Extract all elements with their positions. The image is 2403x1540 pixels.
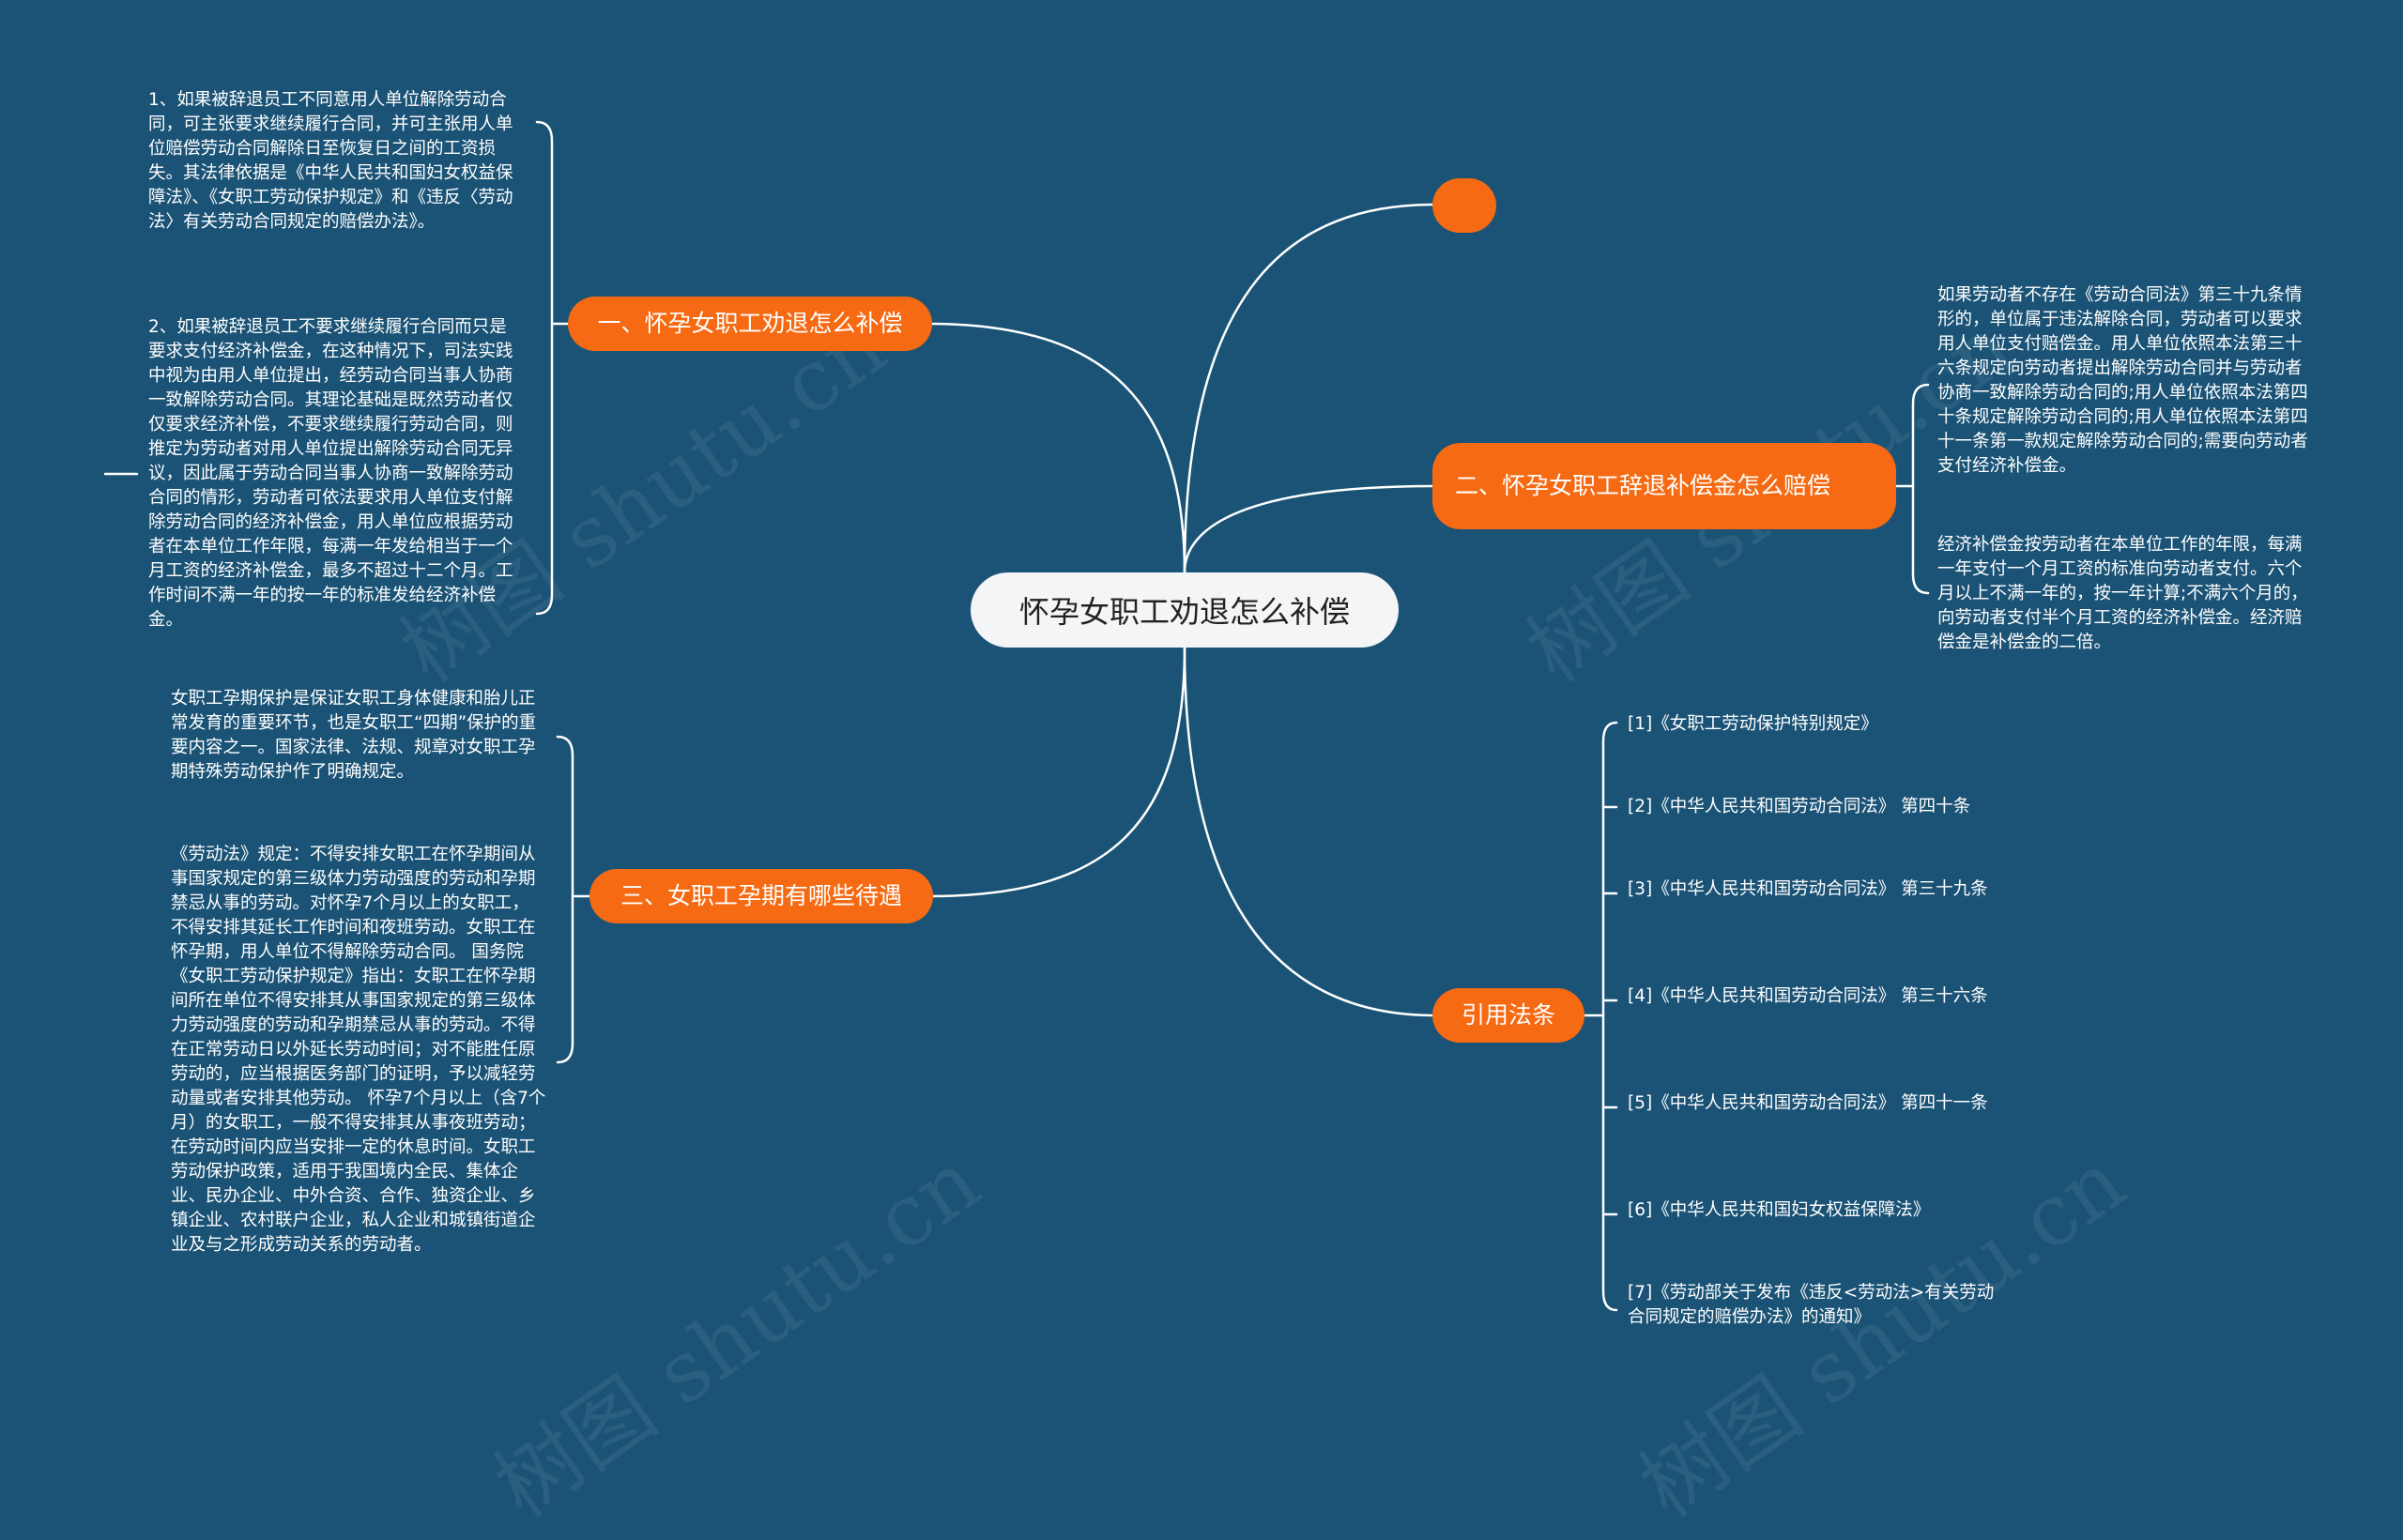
bracket-b3 <box>556 735 574 1064</box>
branch-node-b4[interactable]: 引用法条 <box>1432 988 1584 1043</box>
note-b2-item-2: 经济补偿金按劳动者在本单位工作的年限，每满一年支付一个月工资的标准向劳动者支付。… <box>1937 535 2308 652</box>
note-b3-item-2: 《劳动法》规定：不得安排女职工在怀孕期间从事国家规定的第三级体力劳动强度的劳动和… <box>171 845 546 1255</box>
reference-item-5: [5]《中华人民共和国劳动合同法》 第四十一条 <box>1628 1093 1988 1113</box>
connector-center-b4 <box>1183 646 1436 1017</box>
connector-lines <box>103 120 1930 1312</box>
reference-item-6: [6]《中华人民共和国妇女权益保障法》 <box>1628 1200 1931 1220</box>
branch-node-b3[interactable]: 三、女职工孕期有哪些待遇 <box>589 869 933 923</box>
branch-node-b1[interactable]: 一、怀孕女职工劝退怎么补偿 <box>568 297 932 351</box>
note-b1-item-2: 2、如果被辞退员工不要求继续履行合同而只是要求支付经济补偿金，在这种情况下，司法… <box>148 317 513 630</box>
reference-item-3: [3]《中华人民共和国劳动合同法》 第三十九条 <box>1628 879 1988 899</box>
note-b3-item-1: 女职工孕期保护是保证女职工身体健康和胎儿正常发育的重要环节，也是女职工“四期”保… <box>171 689 537 782</box>
reference-item-1: [1]《女职工劳动保护特别规定》 <box>1628 714 1878 734</box>
branch-node-b2[interactable]: 二、怀孕女职工辞退补偿金怎么赔偿 <box>1432 443 1896 529</box>
connector-center-b2 <box>1183 484 1436 574</box>
connector-center-b1 <box>927 322 1186 574</box>
reference-item-4: [4]《中华人民共和国劳动合同法》 第三十六条 <box>1628 986 1988 1006</box>
note-b2-item-1: 如果劳动者不存在《劳动合同法》第三十九条情形的，单位属于违法解除合同，劳动者可以… <box>1937 285 2308 476</box>
empty-topic-node[interactable] <box>1432 178 1496 233</box>
bracket-b2 <box>1911 383 1930 595</box>
bracket-b1 <box>535 120 554 616</box>
reference-item-7: [7]《劳动部关于发布《违反<劳动法>有关劳动合同规定的赔偿办法》的通知》 <box>1628 1283 1995 1327</box>
bracket-b4 <box>1601 721 1618 1312</box>
reference-item-2: [2]《中华人民共和国劳动合同法》 第四十条 <box>1628 797 1971 816</box>
center-topic[interactable]: 怀孕女职工劝退怎么补偿 <box>971 572 1399 648</box>
note-b1-item-1: 1、如果被辞退员工不同意用人单位解除劳动合同，可主张要求继续履行合同，并可主张用… <box>148 90 513 232</box>
connector-center-b3 <box>927 646 1186 898</box>
connector-center-top <box>1183 203 1436 574</box>
